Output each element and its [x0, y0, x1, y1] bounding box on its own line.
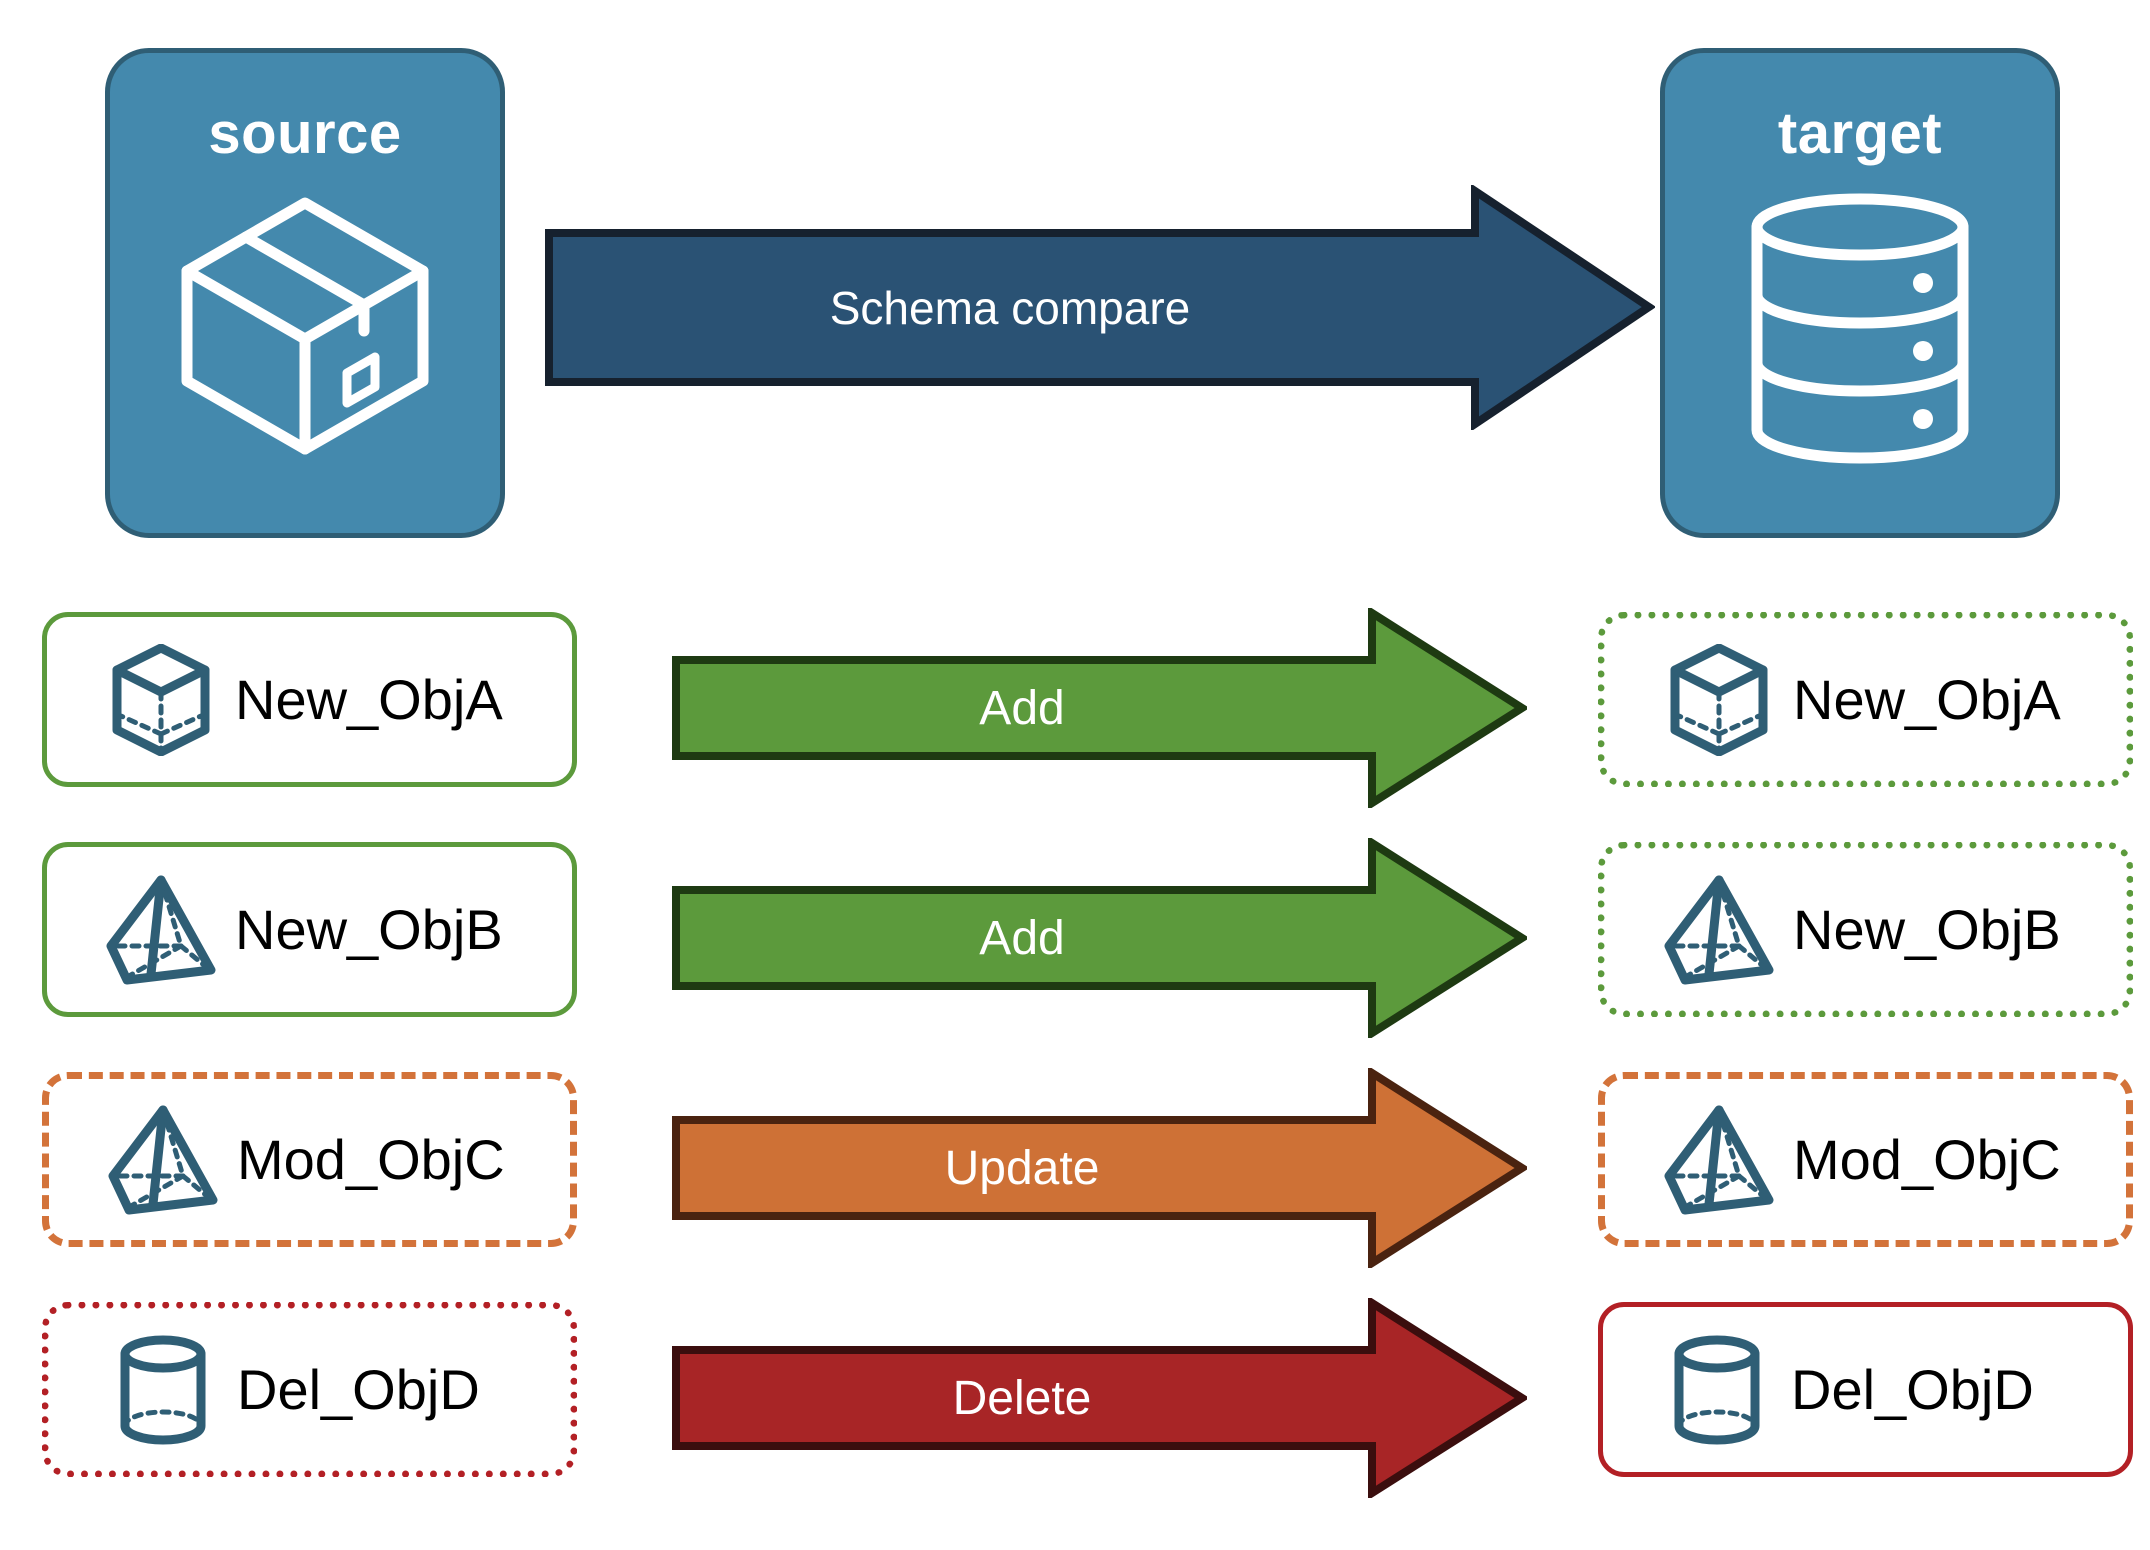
schema-compare-arrow[interactable]: Schema compare — [545, 183, 1657, 432]
target-object-label: Del_ObjD — [1791, 1358, 2034, 1421]
database-cylinder-icon — [1745, 191, 1975, 471]
action-arrow-add[interactable]: Add — [672, 835, 1530, 1041]
target-object-card[interactable]: New_ObjA — [1598, 612, 2133, 787]
source-object-card[interactable]: Del_ObjD — [42, 1302, 577, 1477]
source-object-label: Mod_ObjC — [237, 1128, 505, 1191]
target-object-label: New_ObjB — [1793, 898, 2061, 961]
cube-wireframe-icon — [1663, 643, 1775, 756]
comparison-row: Mod_ObjC Update — [0, 1065, 2150, 1272]
action-arrow-update[interactable]: Update — [672, 1065, 1530, 1271]
source-object-label: New_ObjB — [235, 898, 503, 961]
source-panel-title: source — [208, 101, 402, 166]
pyramid-wireframe-icon — [105, 874, 217, 986]
source-object-label: Del_ObjD — [237, 1358, 480, 1421]
comparison-row: Del_ObjD Delete Del_ObjD — [0, 1295, 2150, 1502]
pyramid-wireframe-icon — [1663, 1104, 1775, 1216]
cube-wireframe-icon — [105, 643, 217, 756]
action-arrow-delete[interactable]: Delete — [672, 1295, 1530, 1501]
source-panel[interactable]: source — [105, 48, 505, 538]
cylinder-wireframe-icon — [107, 1334, 219, 1446]
action-arrow-add[interactable]: Add — [672, 605, 1530, 811]
source-object-card[interactable]: New_ObjB — [42, 842, 577, 1017]
target-panel[interactable]: target — [1660, 48, 2060, 538]
target-object-label: New_ObjA — [1793, 668, 2061, 731]
package-box-icon — [175, 191, 435, 466]
comparison-row: New_ObjA Add — [0, 605, 2150, 812]
comparison-row: New_ObjB Add — [0, 835, 2150, 1042]
target-object-card[interactable]: Del_ObjD — [1598, 1302, 2133, 1477]
pyramid-wireframe-icon — [107, 1104, 219, 1216]
target-object-card[interactable]: Mod_ObjC — [1598, 1072, 2133, 1247]
target-object-label: Mod_ObjC — [1793, 1128, 2061, 1191]
source-object-card[interactable]: New_ObjA — [42, 612, 577, 787]
target-panel-title: target — [1777, 101, 1943, 166]
target-object-card[interactable]: New_ObjB — [1598, 842, 2133, 1017]
cylinder-wireframe-icon — [1661, 1334, 1773, 1446]
pyramid-wireframe-icon — [1663, 874, 1775, 986]
source-object-label: New_ObjA — [235, 668, 503, 731]
source-object-card[interactable]: Mod_ObjC — [42, 1072, 577, 1247]
